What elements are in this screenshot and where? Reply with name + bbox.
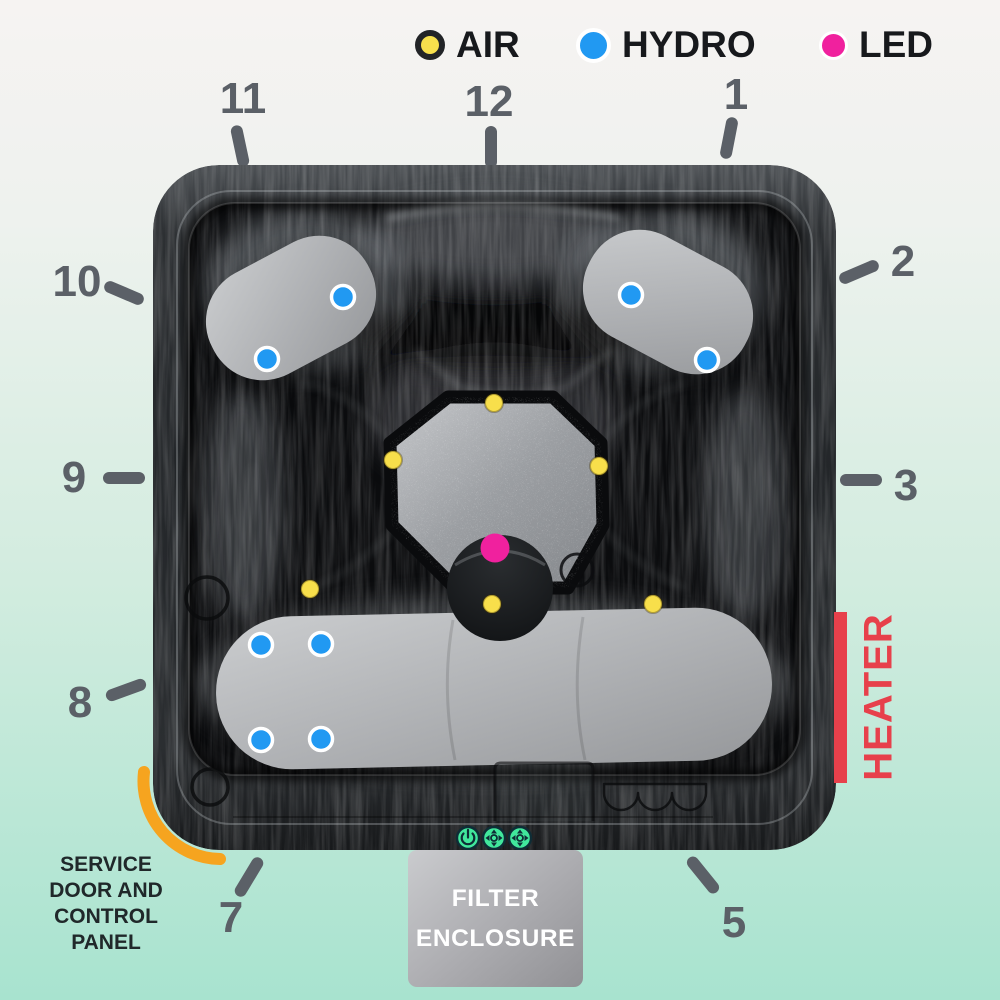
clock-number-7: 7	[218, 893, 244, 942]
air-jet	[383, 450, 403, 470]
clock-tick-11	[229, 124, 251, 168]
hydro-jet	[617, 281, 645, 309]
service-door-label: SERVICE DOOR AND CONTROL PANEL	[16, 852, 196, 956]
clock-tick-5	[684, 854, 722, 896]
hydro-jet-icon	[576, 27, 611, 63]
clock-number-1: 1	[723, 70, 749, 119]
clock-number-11: 11	[219, 74, 267, 123]
heater-label: HEATER	[856, 613, 901, 781]
legend-item-led: LED	[819, 24, 933, 66]
shell-details	[184, 575, 713, 821]
clock-number-9: 9	[61, 453, 87, 502]
hydro-jet	[247, 631, 275, 659]
service-door-line: PANEL	[71, 931, 141, 954]
clock-tick-1	[719, 116, 739, 160]
clock-number-12: 12	[464, 77, 514, 126]
air-jet	[482, 594, 502, 614]
scallop-tray-detail	[602, 782, 708, 812]
service-door-line: SERVICE	[60, 853, 152, 876]
air-jet	[589, 456, 609, 476]
navigate-icon	[481, 825, 507, 850]
seats	[205, 229, 772, 770]
clock-number-10: 10	[52, 257, 102, 306]
clock-tick-12	[485, 126, 497, 168]
service-door-arc	[137, 766, 226, 865]
air-jet	[643, 594, 663, 614]
clock-tick-7	[232, 855, 266, 899]
air-jet-icon	[415, 30, 445, 60]
heater-bar	[834, 612, 847, 783]
filter-line: FILTER	[451, 885, 540, 912]
clock-number-5: 5	[721, 898, 747, 947]
hydro-jet	[307, 725, 335, 753]
clock-number-3: 3	[893, 461, 919, 510]
cup-holder-detail	[184, 575, 230, 621]
legend-label-led: LED	[859, 24, 933, 65]
control-panel-icons	[455, 825, 533, 850]
hot-tub-top-view	[153, 165, 836, 850]
skimmer-notch	[493, 761, 595, 821]
lounger-seat	[216, 607, 772, 770]
legend-item-air: AIR	[415, 24, 520, 66]
hydro-jet	[253, 345, 281, 373]
service-door-line: DOOR AND	[49, 879, 163, 902]
clock-number-8: 8	[67, 678, 93, 727]
filter-enclosure-label: FILTER ENCLOSURE	[408, 850, 583, 987]
filter-line: ENCLOSURE	[415, 925, 576, 952]
air-jet	[484, 393, 504, 413]
hydro-jet	[329, 283, 357, 311]
jets-layer	[247, 281, 721, 754]
legend-label-air: AIR	[456, 24, 520, 65]
led-dome	[447, 535, 553, 641]
hydro-jet	[307, 630, 335, 658]
power-icon	[455, 825, 481, 850]
legend-label-hydro: HYDRO	[622, 24, 756, 65]
clock-tick-3	[840, 474, 882, 486]
legend-item-hydro: HYDRO	[576, 24, 756, 66]
clock-number-2: 2	[890, 237, 916, 286]
led-light-icon	[819, 30, 848, 60]
hydro-jet	[247, 726, 275, 754]
rim-groove	[176, 190, 813, 825]
corner-detail	[190, 767, 230, 807]
seat-top-left	[205, 235, 377, 381]
air-jet	[300, 579, 320, 599]
seat-top-right	[582, 229, 754, 375]
drain-detail	[559, 552, 595, 588]
navigate-icon	[507, 825, 533, 850]
clock-tick-9	[103, 472, 145, 484]
led-light	[480, 533, 510, 563]
hydro-jet	[693, 346, 721, 374]
service-door-line: CONTROL	[54, 905, 158, 928]
